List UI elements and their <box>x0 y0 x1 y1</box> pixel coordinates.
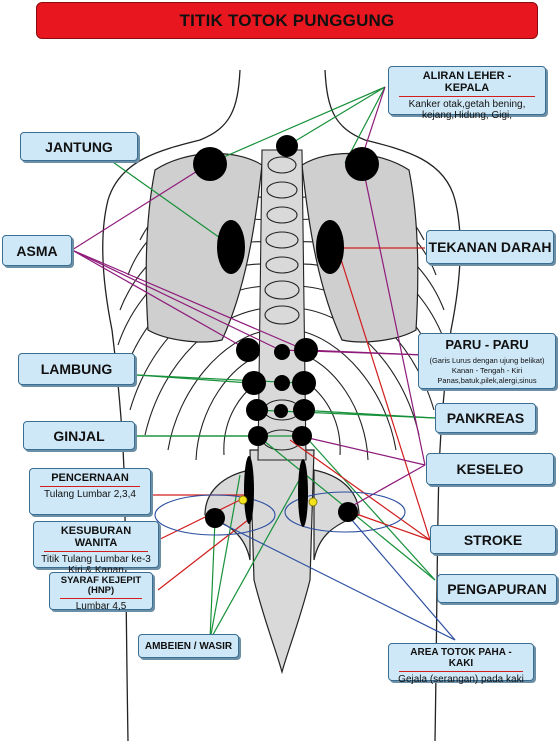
syaraf-heading: SYARAF KEJEPIT (HNP) <box>60 576 142 599</box>
label-pankreas: PANKREAS <box>435 403 536 433</box>
label-pencernaan: PENCERNAAN Tulang Lumbar 2,3,4 <box>29 468 151 515</box>
area-paha-line-1: Gejala (serangan) pada kaki <box>398 674 524 685</box>
yellow-markers <box>238 495 318 507</box>
aliran-leher-line-1: Kanker otak,getah bening, <box>408 99 526 110</box>
label-aliran-leher: ALIRAN LEHER - KEPALA Kanker otak,getah … <box>388 66 546 121</box>
paru-paru-line-3: Panas,batuk,pilek,alergi,sinus <box>437 376 537 385</box>
kesuburan-line-2: Kiri & Kanan <box>68 565 124 576</box>
aliran-leher-heading: ALIRAN LEHER - KEPALA <box>399 70 535 97</box>
label-syaraf-kejepit: SYARAF KEJEPIT (HNP) Lumbar 4,5 <box>49 572 153 612</box>
label-jantung: JANTUNG <box>20 132 138 161</box>
connector-lines <box>71 86 456 641</box>
page-title: TITIK TOTOK PUNGGUNG <box>36 2 538 39</box>
label-lambung: LAMBUNG <box>18 353 135 385</box>
paru-paru-line-1: (Garis Lurus dengan ujung belikat) <box>429 356 545 365</box>
pelvic-rings <box>154 491 406 536</box>
syaraf-line-1: Lumbar 4,5 <box>75 601 127 612</box>
label-keseleo: KESELEO <box>426 453 554 485</box>
pencernaan-heading: PENCERNAAN <box>40 472 140 487</box>
pressure-points <box>193 135 379 528</box>
label-pengapuran: PENGAPURAN <box>437 574 557 603</box>
kesuburan-heading: KESUBURAN WANITA <box>44 525 148 552</box>
label-kesuburan-wanita: KESUBURAN WANITA Titik Tulang Lumbar ke-… <box>33 521 159 576</box>
label-asma: ASMA <box>2 235 72 266</box>
label-ginjal: GINJAL <box>23 421 135 450</box>
label-tekanan-darah: TEKANAN DARAH <box>426 230 554 264</box>
kesuburan-line-1: Titik Tulang Lumbar ke-3 <box>41 554 151 565</box>
label-stroke: STROKE <box>430 525 556 554</box>
label-area-totok-paha: AREA TOTOK PAHA - KAKI Gejala (serangan)… <box>388 643 534 685</box>
paru-paru-heading: PARU - PARU <box>445 337 529 352</box>
label-ambeien-wasir: AMBEIEN / WASIR <box>138 634 239 658</box>
label-paru-paru: PARU - PARU (Garis Lurus dengan ujung be… <box>418 333 556 389</box>
aliran-leher-line-2: kejang,Hidung, Gigi, <box>421 110 513 121</box>
pencernaan-line-1: Tulang Lumbar 2,3,4 <box>44 489 136 500</box>
area-paha-heading: AREA TOTOK PAHA - KAKI <box>399 647 523 672</box>
paru-paru-line-2: Kanan - Tengah - Kiri <box>451 366 523 375</box>
